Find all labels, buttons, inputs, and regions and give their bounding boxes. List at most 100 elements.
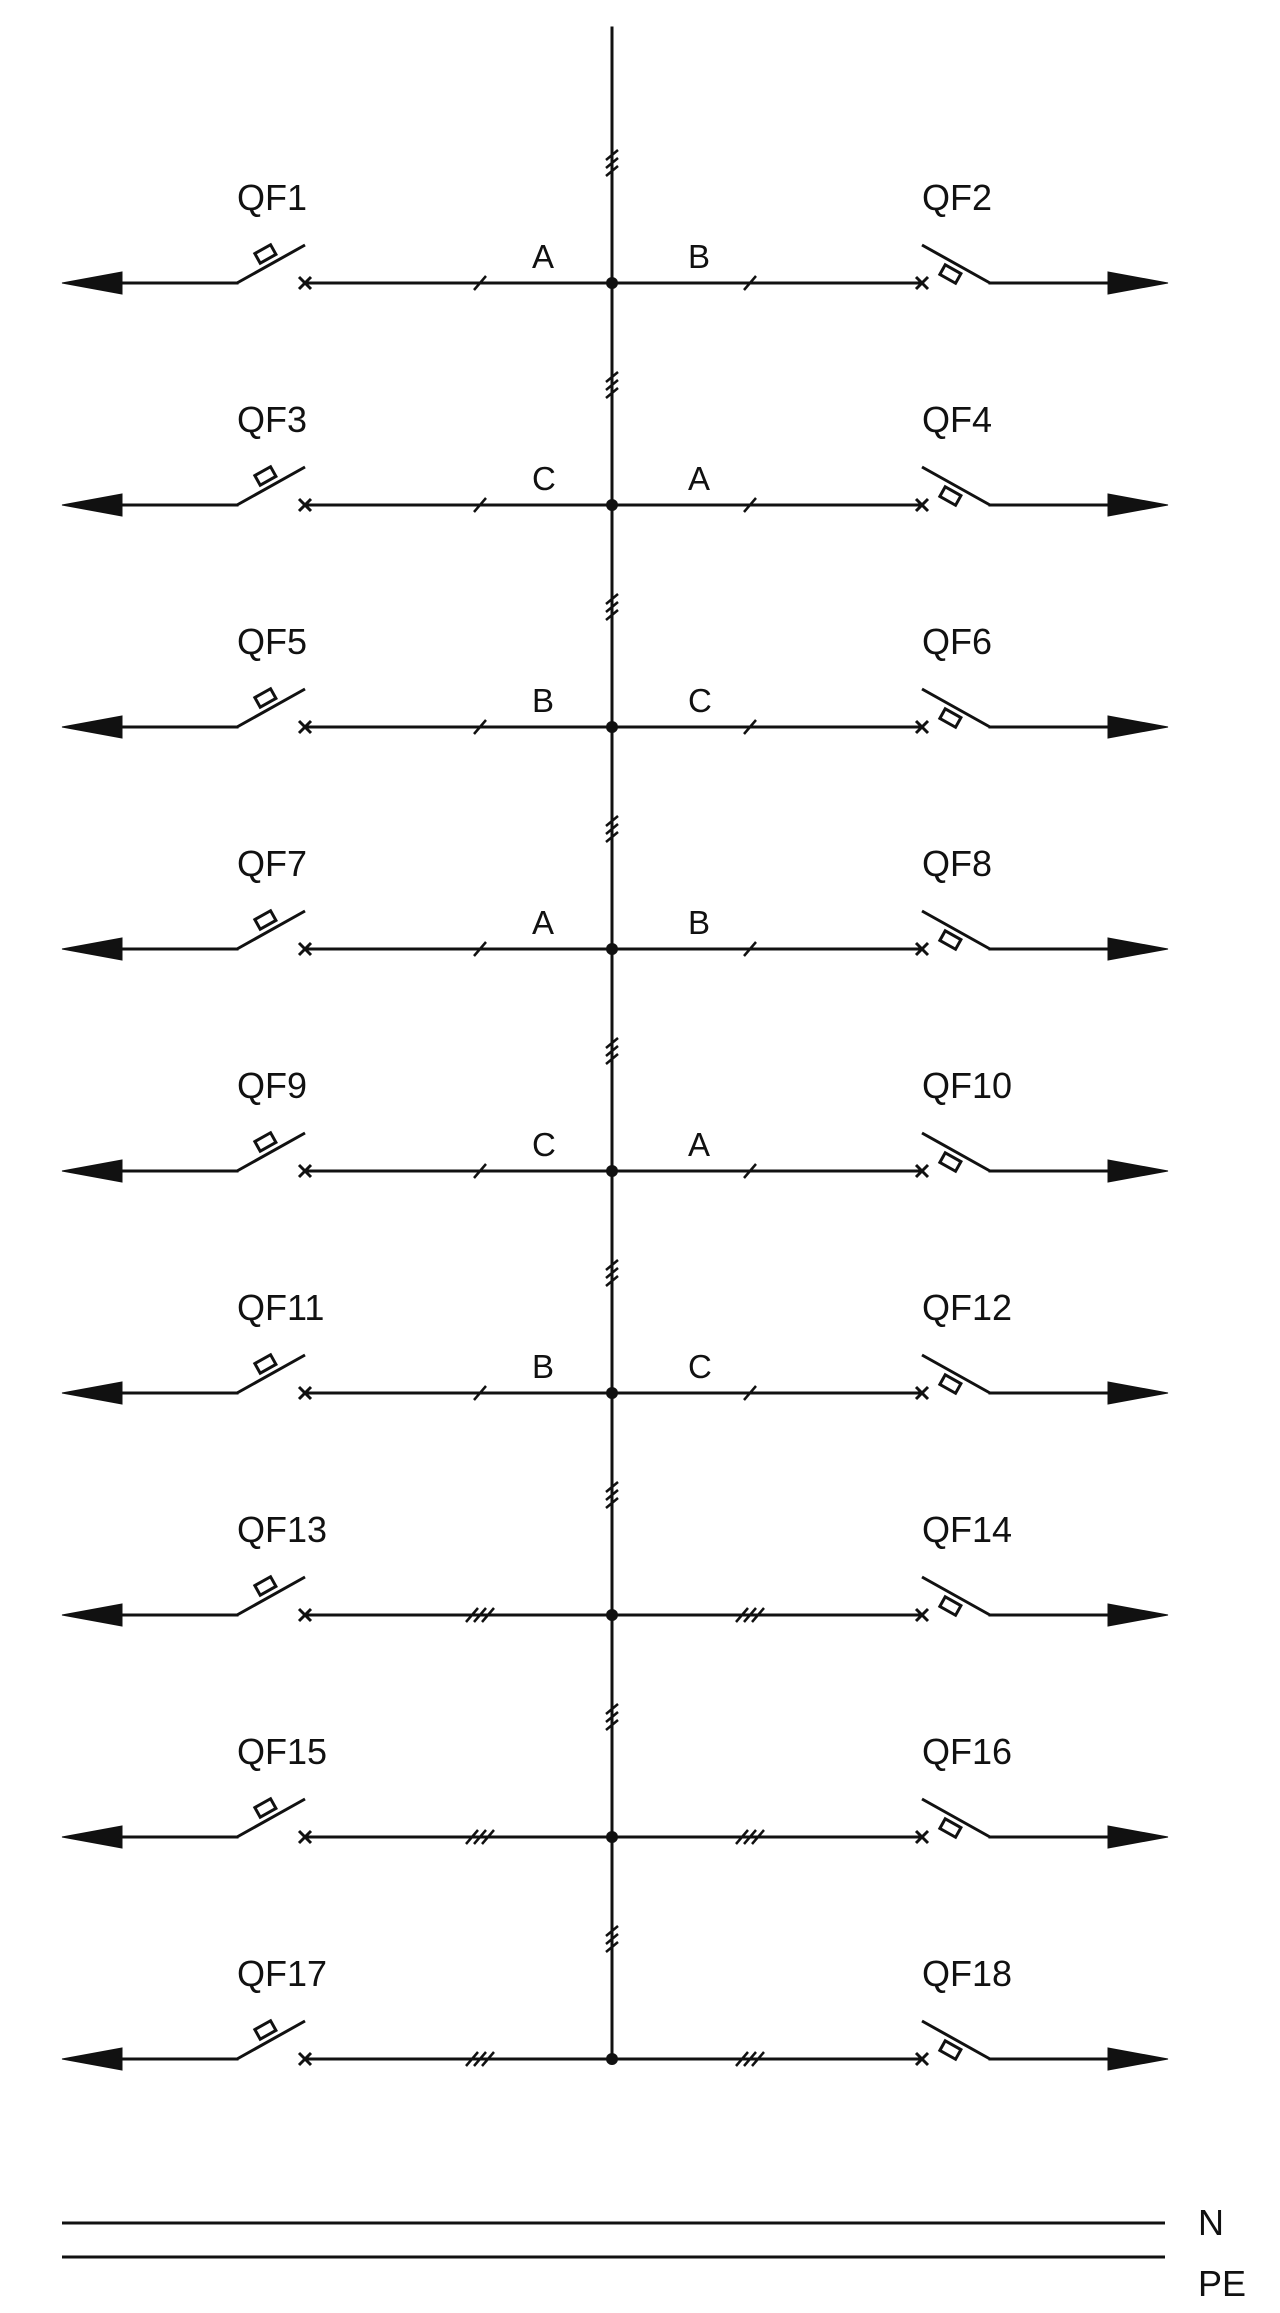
riser-phase-ticks xyxy=(605,1925,619,1953)
left-wire-phase-ticks xyxy=(473,719,487,735)
right-outgoing-arrow-icon xyxy=(1107,493,1169,517)
right-breaker-label: QF6 xyxy=(922,621,992,662)
right-wire-phase-ticks xyxy=(735,2051,765,2067)
right-circuit-breaker-symbol xyxy=(914,243,991,291)
left-breaker-label: QF7 xyxy=(237,843,307,884)
right-phase-label: A xyxy=(688,460,710,497)
left-wire-phase-ticks xyxy=(465,1607,495,1623)
left-outgoing-arrow-icon xyxy=(61,1603,123,1627)
left-breaker-label: QF13 xyxy=(237,1509,327,1550)
left-circuit-breaker-symbol xyxy=(236,1130,313,1179)
left-wire-phase-ticks xyxy=(473,275,487,291)
left-circuit-breaker-symbol xyxy=(236,464,313,513)
left-phase-label: C xyxy=(532,1126,556,1163)
right-phase-label: B xyxy=(688,238,710,275)
right-breaker-label: QF12 xyxy=(922,1287,1012,1328)
right-breaker-label: QF4 xyxy=(922,399,992,440)
junction-dot xyxy=(606,1165,618,1177)
right-outgoing-arrow-icon xyxy=(1107,937,1169,961)
left-phase-label: A xyxy=(532,238,554,275)
riser-phase-ticks xyxy=(605,1703,619,1731)
right-breaker-label: QF10 xyxy=(922,1065,1012,1106)
right-circuit-breaker-symbol xyxy=(914,1353,991,1401)
right-phase-label: A xyxy=(688,1126,710,1163)
left-circuit-breaker-symbol xyxy=(236,686,313,735)
riser-phase-ticks xyxy=(605,1481,619,1509)
riser-phase-ticks xyxy=(605,1037,619,1065)
left-breaker-label: QF11 xyxy=(237,1287,324,1328)
left-wire-phase-ticks xyxy=(473,1163,487,1179)
left-circuit-breaker-symbol xyxy=(236,1352,313,1401)
left-outgoing-arrow-icon xyxy=(61,271,123,295)
right-breaker-label: QF16 xyxy=(922,1731,1012,1772)
right-wire-phase-ticks xyxy=(743,275,757,291)
right-wire-phase-ticks xyxy=(735,1607,765,1623)
right-circuit-breaker-symbol xyxy=(914,1797,991,1845)
symbols xyxy=(61,149,1169,2071)
riser-phase-ticks xyxy=(605,1259,619,1287)
left-wire-phase-ticks xyxy=(465,2051,495,2067)
junction-dot xyxy=(606,1387,618,1399)
left-breaker-label: QF5 xyxy=(237,621,307,662)
left-phase-label: B xyxy=(532,1348,554,1385)
right-outgoing-arrow-icon xyxy=(1107,271,1169,295)
right-wire-phase-ticks xyxy=(735,1829,765,1845)
right-phase-label: B xyxy=(688,904,710,941)
n-pe-buses: N PE xyxy=(62,2202,1246,2304)
left-outgoing-arrow-icon xyxy=(61,1159,123,1183)
right-outgoing-arrow-icon xyxy=(1107,715,1169,739)
left-phase-label: B xyxy=(532,682,554,719)
left-wire-phase-ticks xyxy=(473,1385,487,1401)
right-outgoing-arrow-icon xyxy=(1107,1381,1169,1405)
right-wire-phase-ticks xyxy=(743,1163,757,1179)
left-outgoing-arrow-icon xyxy=(61,2047,123,2071)
junction-dot xyxy=(606,2053,618,2065)
pe-bus-label: PE xyxy=(1198,2263,1246,2304)
left-circuit-breaker-symbol xyxy=(236,908,313,957)
neutral-bus-label: N xyxy=(1198,2202,1224,2243)
left-wire-phase-ticks xyxy=(465,1829,495,1845)
right-circuit-breaker-symbol xyxy=(914,1131,991,1179)
right-outgoing-arrow-icon xyxy=(1107,2047,1169,2071)
junction-dot xyxy=(606,721,618,733)
junction-dot xyxy=(606,1609,618,1621)
riser-phase-ticks xyxy=(605,149,619,177)
right-outgoing-arrow-icon xyxy=(1107,1159,1169,1183)
right-phase-label: C xyxy=(688,1348,712,1385)
right-circuit-breaker-symbol xyxy=(914,1575,991,1623)
right-breaker-label: QF18 xyxy=(922,1953,1012,1994)
left-breaker-label: QF15 xyxy=(237,1731,327,1772)
left-phase-label: A xyxy=(532,904,554,941)
right-wire-phase-ticks xyxy=(743,941,757,957)
junction-dot xyxy=(606,1831,618,1843)
junction-dot xyxy=(606,943,618,955)
left-breaker-label: QF9 xyxy=(237,1065,307,1106)
riser-phase-ticks xyxy=(605,593,619,621)
right-circuit-breaker-symbol xyxy=(914,2019,991,2067)
left-phase-label: C xyxy=(532,460,556,497)
left-wire-phase-ticks xyxy=(473,497,487,513)
right-circuit-breaker-symbol xyxy=(914,465,991,513)
left-outgoing-arrow-icon xyxy=(61,715,123,739)
right-outgoing-arrow-icon xyxy=(1107,1825,1169,1849)
right-breaker-label: QF14 xyxy=(922,1509,1012,1550)
riser-phase-ticks xyxy=(605,371,619,399)
left-circuit-breaker-symbol xyxy=(236,1574,313,1623)
left-breaker-label: QF3 xyxy=(237,399,307,440)
right-wire-phase-ticks xyxy=(743,497,757,513)
right-circuit-breaker-symbol xyxy=(914,687,991,735)
left-outgoing-arrow-icon xyxy=(61,1825,123,1849)
right-breaker-label: QF2 xyxy=(922,177,992,218)
left-breaker-label: QF1 xyxy=(237,177,307,218)
left-breaker-label: QF17 xyxy=(237,1953,327,1994)
left-outgoing-arrow-icon xyxy=(61,1381,123,1405)
left-outgoing-arrow-icon xyxy=(61,937,123,961)
left-circuit-breaker-symbol xyxy=(236,1796,313,1845)
left-wire-phase-ticks xyxy=(473,941,487,957)
left-circuit-breaker-symbol xyxy=(236,242,313,291)
left-circuit-breaker-symbol xyxy=(236,2018,313,2067)
right-outgoing-arrow-icon xyxy=(1107,1603,1169,1627)
right-circuit-breaker-symbol xyxy=(914,909,991,957)
